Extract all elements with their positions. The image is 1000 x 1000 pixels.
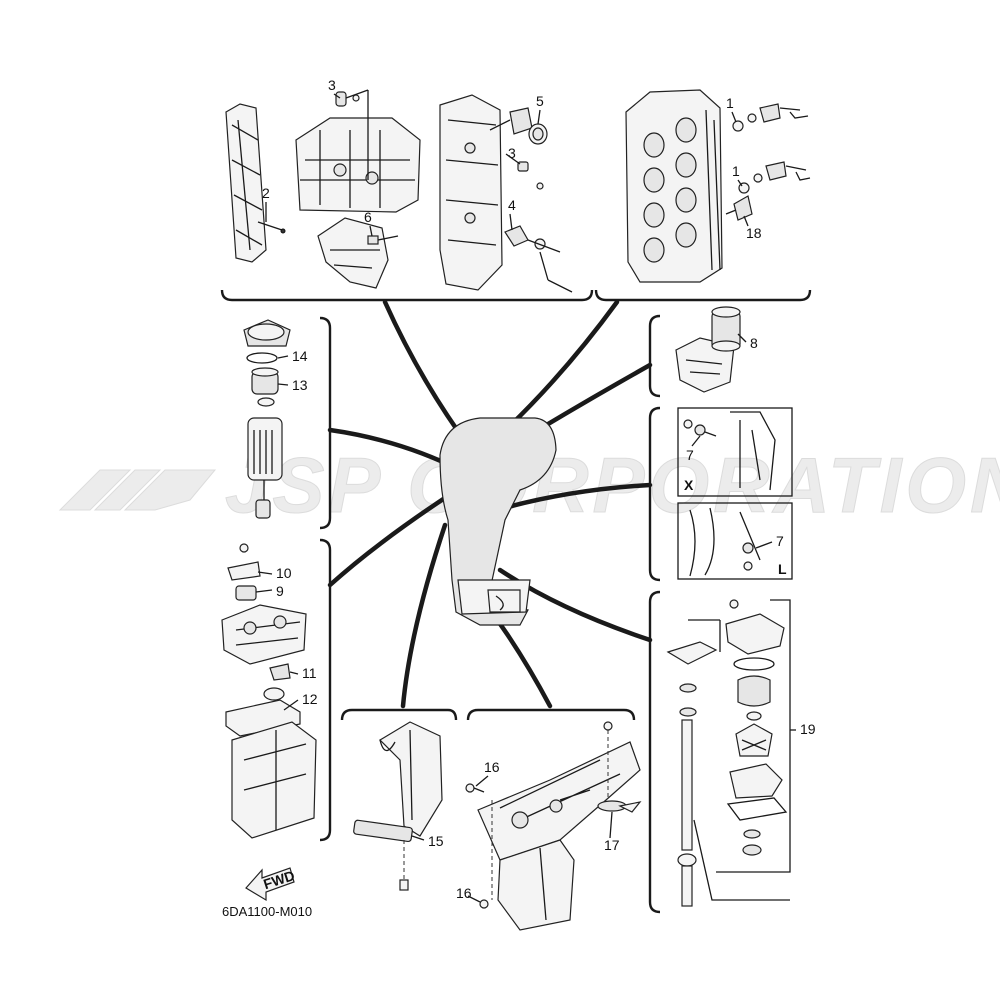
- callout-16a: 16: [484, 759, 500, 775]
- callout-15: 15: [428, 833, 444, 849]
- callout-1a: 1: [726, 95, 734, 111]
- cylinder-side-group: [439, 94, 573, 293]
- fwd-label: FWD: [261, 867, 296, 892]
- callout-18: 18: [746, 225, 762, 241]
- outboard-motor-silhouette: [439, 417, 557, 626]
- callout-7a: 7: [686, 447, 694, 463]
- fuel-filter-group: [243, 319, 291, 519]
- callout-9: 9: [276, 583, 284, 599]
- fwd-arrow: FWD: [245, 867, 297, 902]
- callout-12: 12: [302, 691, 318, 707]
- callout-17: 17: [604, 837, 620, 853]
- callout-11: 11: [302, 665, 317, 681]
- lower-casing-group: [465, 721, 642, 931]
- callout-labels: 1 1 2 3 3 4 5 6 7 7 8 9 10 11 12 13 14 1…: [262, 77, 816, 901]
- exhaust-cover-group: [225, 103, 286, 263]
- vapor-separator-group: [221, 543, 317, 839]
- cylinder-block-group: [625, 89, 811, 283]
- oil-filter-group: [675, 306, 741, 393]
- view-label-l: L: [778, 561, 787, 577]
- view-label-x: X: [684, 477, 694, 493]
- callout-leaders: [255, 93, 773, 903]
- callout-10: 10: [276, 565, 292, 581]
- callout-1b: 1: [732, 163, 740, 179]
- watermark-text: JSP CORPORATION: [225, 441, 1000, 529]
- callout-3a: 3: [328, 77, 336, 93]
- callout-4: 4: [508, 197, 516, 213]
- diagram-code: 6DA1100-M010: [222, 904, 312, 919]
- watermark-logo-icon: [58, 469, 217, 511]
- callout-8: 8: [750, 335, 758, 351]
- callout-13: 13: [292, 377, 308, 393]
- callout-5: 5: [536, 93, 544, 109]
- drain-plug-views: [677, 407, 793, 580]
- callout-19: 19: [800, 721, 816, 737]
- callout-14: 14: [292, 348, 308, 364]
- callout-7b: 7: [776, 533, 784, 549]
- mounting-bracket-group: [353, 721, 443, 891]
- callout-16b: 16: [456, 885, 472, 901]
- water-pump-group: [666, 599, 796, 907]
- top-brackets: [220, 289, 812, 914]
- callout-2: 2: [262, 185, 270, 201]
- callout-6: 6: [364, 209, 372, 225]
- watermark: JSP CORPORATION: [58, 441, 1000, 530]
- callout-3b: 3: [508, 145, 516, 161]
- upper-casing-group: [295, 89, 421, 289]
